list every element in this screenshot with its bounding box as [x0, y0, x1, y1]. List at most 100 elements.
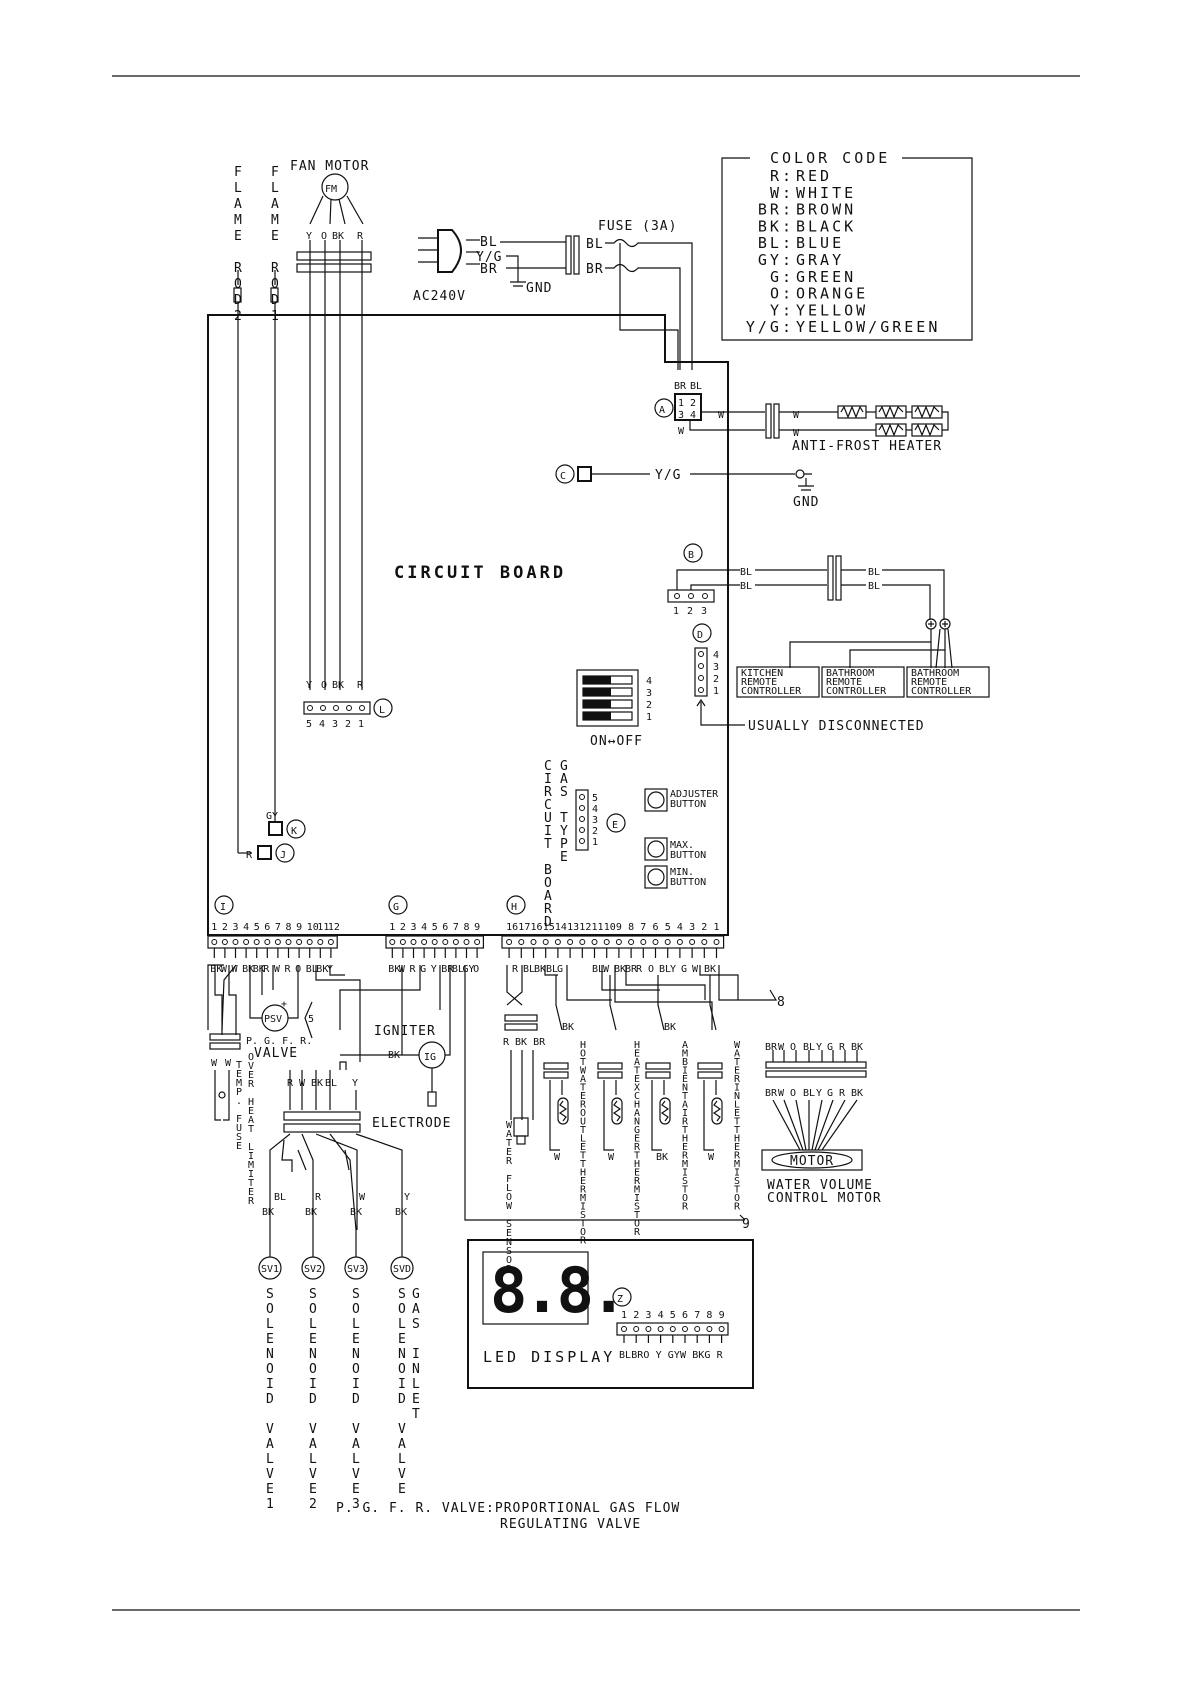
e-pin-2: 2 [592, 826, 598, 837]
h-header-pin-16 [701, 939, 708, 945]
d-pin-2: 2 [713, 674, 719, 685]
c-gnd-label: GND [793, 495, 819, 510]
bath-rc1-l1: BATHROOM [826, 668, 874, 679]
fan-wire-r: R [357, 231, 364, 242]
i-header-wire-7: R [285, 964, 292, 975]
legend-key-7: O: [770, 285, 794, 303]
g-header-pin-3 [421, 939, 428, 945]
motor-top-0: BR [765, 1042, 778, 1053]
connector-c-label: C [560, 471, 566, 482]
connector-l-label: L [379, 705, 385, 716]
i-header-pin-num-2: 3 [233, 922, 239, 933]
i-header-wire-6: W [274, 964, 281, 975]
ig-label: IG [424, 1052, 436, 1063]
connector-z-label: Z [617, 1294, 623, 1305]
z-pin-num-0: 1 [621, 1310, 627, 1321]
led-display-label: LED DISPLAY [483, 1348, 615, 1366]
g-header-pin-num-8: 9 [474, 922, 480, 933]
l-pin-1: 1 [358, 719, 364, 730]
tf-wire-w2: W [225, 1058, 232, 1069]
motor-top-1: W [778, 1042, 785, 1053]
i-header-pin-num-1: 2 [222, 922, 228, 933]
legend-key-8: Y: [770, 301, 794, 319]
adjuster-button: ADJUSTER BUTTON [644, 788, 719, 812]
connector-a: BR BL A 1 2 3 4 W W W W ANTI-FROST HEATE… [654, 381, 949, 454]
dip-num-3: 3 [646, 688, 652, 699]
h-header-pin-num-5: 13 [567, 922, 579, 933]
z-pin-num-8: 9 [719, 1310, 725, 1321]
legend-key-9: Y/G: [746, 318, 794, 336]
motor-top-3: BL [803, 1042, 815, 1053]
h-header-pin-num-17: 1 [714, 922, 720, 933]
wire-path-13 [625, 965, 706, 1000]
g-header-pin-num-5: 6 [442, 922, 448, 933]
sv2-r: R [315, 1192, 322, 1203]
j-wire-r: R [246, 850, 253, 861]
legend-value-4: BLUE [796, 234, 844, 252]
z-wire-7: G [704, 1350, 710, 1361]
g-header-pin-num-3: 4 [421, 922, 427, 933]
ac-wire-br: BR [480, 262, 498, 277]
h-header-pin-num-1: 17 [518, 922, 530, 933]
connector-h-label: H [511, 902, 517, 913]
z-pin-num-3: 4 [658, 1310, 664, 1321]
z-wire-6: BK [692, 1350, 704, 1361]
h-header-pin-num-13: 5 [665, 922, 671, 933]
ac-voltage-label: AC240V [413, 289, 466, 304]
pgfr-label-2: VALVE [254, 1046, 298, 1061]
h-header-pin-num-7: 11 [592, 922, 604, 933]
connector-j: R J [246, 843, 295, 863]
h-wire-9: R [636, 964, 643, 975]
h-header-pin-6 [579, 939, 586, 945]
z-wire-5: W [680, 1350, 687, 1361]
motor-top-4: Y [816, 1042, 822, 1053]
a-wire-bl: BL [690, 381, 702, 392]
legend-key-4: BL: [758, 234, 794, 252]
led-digits: 8.8. [490, 1254, 623, 1327]
motor-bot-7: BK [851, 1088, 863, 1099]
circuit-board-label: CIRCUIT BOARD [394, 563, 566, 583]
min-btn-l1: MIN. [670, 867, 694, 878]
g-header-pin-num-1: 2 [400, 922, 406, 933]
l-wire-o: O [321, 680, 327, 691]
h-header-pin-11 [640, 939, 647, 945]
svd-y: Y [404, 1192, 410, 1203]
solenoid-valves: R W BK BL Y BL BK R BK W BK Y BK SV1 SV2… [258, 1061, 420, 1512]
motor-bot-2: O [790, 1088, 796, 1099]
i-header-wire-0: BK [210, 964, 222, 975]
legend-value-5: GRAY [796, 251, 844, 269]
h-wire-15: BK [704, 964, 716, 975]
e-pin-4: 4 [592, 804, 598, 815]
wvcm-label-2: CONTROL MOTOR [767, 1191, 882, 1206]
g-header-wire-0: BK [388, 964, 400, 975]
i-header-body [207, 935, 338, 949]
h-header-pin-num-15: 3 [689, 922, 695, 933]
h-header-pin-8 [603, 939, 610, 945]
h-wire-11: BL [659, 964, 671, 975]
ac-wire-bl: BL [480, 235, 498, 250]
h-header-pin-num-3: 15 [543, 922, 555, 933]
num8-label: 8 [777, 995, 786, 1010]
ac-wire-yg: Y/G [476, 250, 502, 265]
wire-path-0 [207, 964, 224, 1030]
tf-wire-w: W [211, 1058, 218, 1069]
kitchen-rc-l1: KITCHEN [741, 668, 783, 679]
ac-gnd-label: GND [526, 281, 552, 296]
a-pin-3: 3 [678, 410, 684, 421]
z-wire-8: R [717, 1350, 724, 1361]
motor-bot-3: BL [803, 1088, 815, 1099]
h-header-pin-7 [591, 939, 598, 945]
b-pin-3: 3 [701, 606, 707, 617]
h-wire-8: BR [625, 964, 638, 975]
h-wire-3: BL [546, 964, 558, 975]
i-header-wire-2: W [232, 964, 239, 975]
l-wire-y: Y [306, 680, 312, 691]
i-header-pin-9 [306, 939, 313, 945]
connector-e-label: E [612, 820, 618, 831]
